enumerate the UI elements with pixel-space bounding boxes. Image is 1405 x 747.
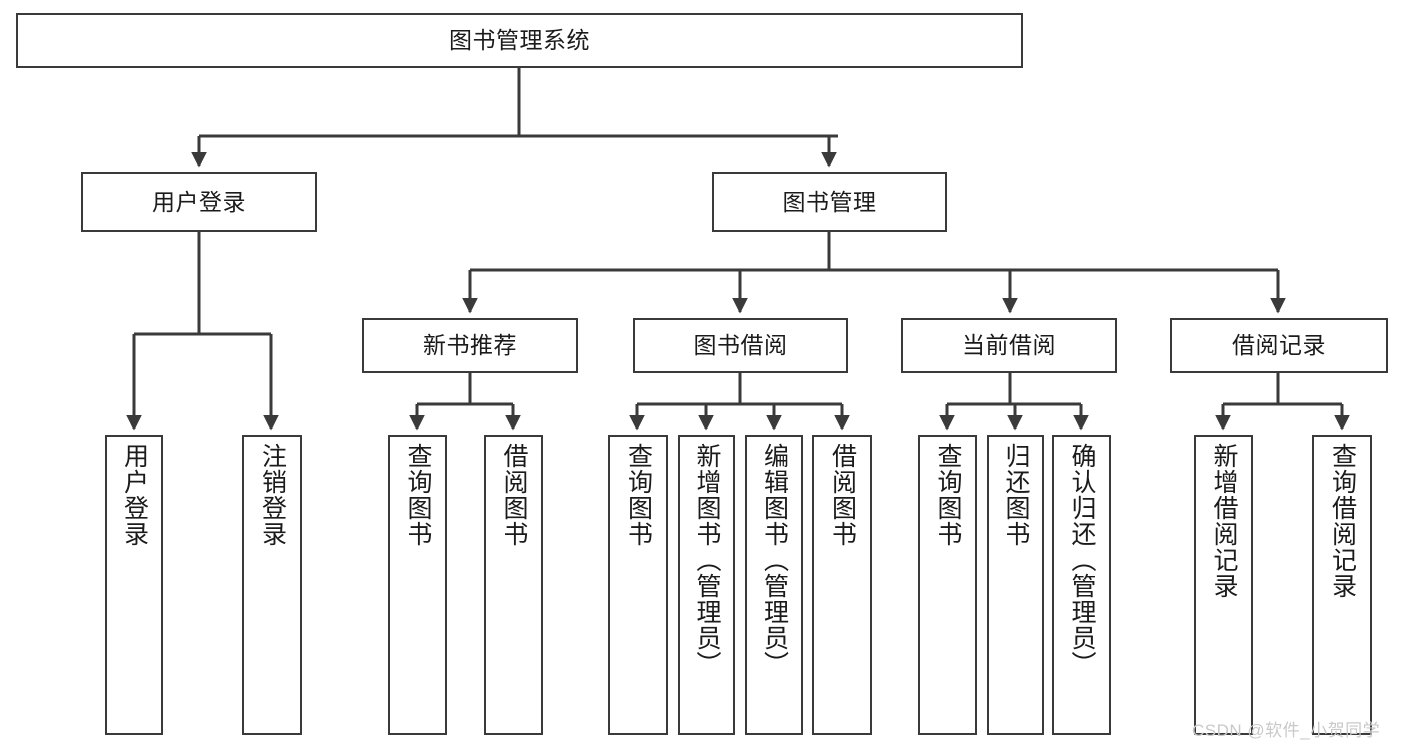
node-leaf-user-login-label: 用户登录: [120, 443, 149, 547]
node-leaf-confirm-return[interactable]: 确认归还（管理员）: [1052, 435, 1111, 735]
node-leaf-query-book-1[interactable]: 查询图书: [388, 435, 447, 735]
csdn-watermark: CSDN @软件_小贺同学: [1192, 721, 1381, 740]
node-leaf-borrow-book-1[interactable]: 借阅图书: [484, 435, 543, 735]
node-leaf-query-book-3-label: 查询图书: [934, 443, 962, 547]
node-leaf-query-book-2[interactable]: 查询图书: [608, 435, 668, 735]
node-leaf-query-book-2-label: 查询图书: [624, 443, 653, 547]
node-root-label: 图书管理系统: [449, 27, 590, 54]
node-leaf-add-record[interactable]: 新增借阅记录: [1194, 435, 1253, 735]
node-leaf-borrow-book-2-label: 借阅图书: [828, 443, 857, 547]
node-leaf-user-login[interactable]: 用户登录: [105, 435, 163, 735]
node-user-login[interactable]: 用户登录: [81, 172, 317, 232]
node-leaf-query-book-3[interactable]: 查询图书: [918, 435, 977, 735]
node-borrow-record[interactable]: 借阅记录: [1170, 318, 1388, 373]
node-book-manage-label: 图书管理: [782, 188, 877, 215]
node-current-borrow-label: 当前借阅: [962, 332, 1056, 359]
node-book-borrow-label: 图书借阅: [693, 332, 788, 359]
node-leaf-confirm-return-label: 确认归还（管理员）: [1068, 443, 1096, 677]
node-leaf-query-record[interactable]: 查询借阅记录: [1312, 435, 1372, 735]
node-leaf-edit-book-label: 编辑图书（管理员）: [760, 443, 789, 677]
node-leaf-user-logout[interactable]: 注销登录: [242, 435, 302, 735]
node-leaf-add-book-label: 新增图书（管理员）: [693, 443, 721, 677]
node-leaf-user-logout-label: 注销登录: [258, 443, 287, 547]
node-new-book-recommend-label: 新书推荐: [423, 332, 517, 359]
node-leaf-add-record-label: 新增借阅记录: [1210, 443, 1238, 599]
node-leaf-return-book-label: 归还图书: [1002, 443, 1030, 547]
node-leaf-edit-book[interactable]: 编辑图书（管理员）: [745, 435, 803, 735]
node-new-book-recommend[interactable]: 新书推荐: [362, 318, 578, 373]
node-book-borrow[interactable]: 图书借阅: [633, 318, 848, 373]
node-user-login-label: 用户登录: [152, 188, 246, 215]
node-leaf-borrow-book-1-label: 借阅图书: [500, 443, 528, 547]
node-leaf-query-record-label: 查询借阅记录: [1328, 443, 1357, 599]
node-book-manage[interactable]: 图书管理: [712, 172, 947, 232]
node-leaf-return-book[interactable]: 归还图书: [987, 435, 1044, 735]
node-leaf-borrow-book-2[interactable]: 借阅图书: [812, 435, 872, 735]
node-leaf-query-book-1-label: 查询图书: [404, 443, 432, 547]
node-borrow-record-label: 借阅记录: [1232, 332, 1326, 359]
node-root[interactable]: 图书管理系统: [16, 13, 1023, 68]
node-leaf-add-book[interactable]: 新增图书（管理员）: [678, 435, 735, 735]
node-current-borrow[interactable]: 当前借阅: [901, 318, 1117, 373]
